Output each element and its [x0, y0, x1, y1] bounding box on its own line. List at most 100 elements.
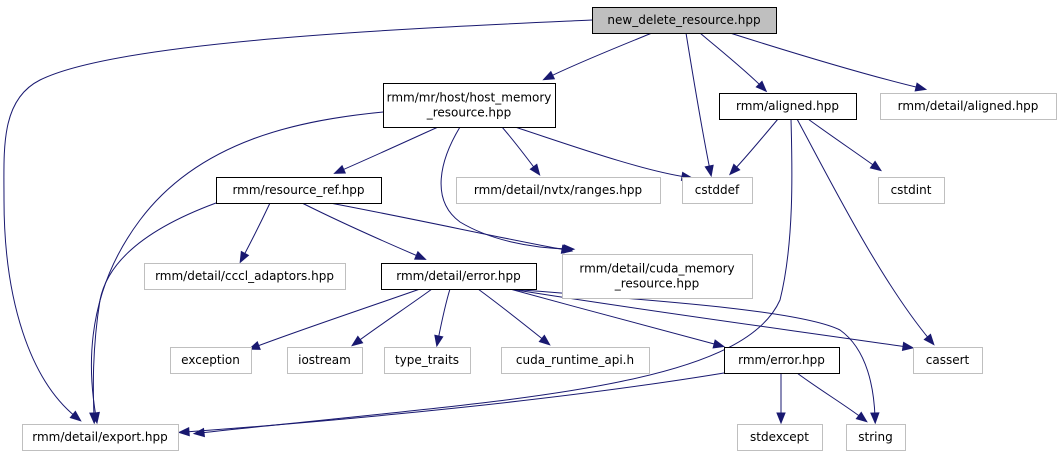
arrowhead-icon [712, 339, 726, 349]
edge-host_mr-to-nvtx_ranges [501, 126, 541, 176]
edge-line [733, 118, 779, 171]
node-box [287, 347, 363, 374]
node-root[interactable]: new_delete_resource.hpp [592, 7, 777, 34]
arrowhead-icon [776, 412, 786, 425]
node-label: cuda_runtime_api.h [516, 353, 634, 367]
arrowhead-icon [870, 412, 880, 425]
edge-line [92, 202, 217, 418]
node-box [144, 263, 346, 290]
edge-line [339, 126, 439, 172]
arrowhead-icon [351, 335, 364, 347]
edge-rmm_error-to-stdexcept [776, 373, 786, 425]
edge-aligned-to-cassert [796, 118, 935, 346]
node-box [719, 93, 857, 120]
node-label: rmm/detail/aligned.hpp [898, 99, 1039, 113]
edge-line [501, 126, 537, 171]
node-label: rmm/detail/cccl_adaptors.hpp [155, 269, 334, 283]
edge-line [509, 288, 719, 346]
node-rmm-error[interactable]: rmm/error.hpp [724, 347, 840, 374]
node-exception: exception [170, 347, 252, 374]
edge-line [242, 202, 271, 258]
node-aligned[interactable]: rmm/aligned.hpp [719, 93, 857, 120]
edge-detail_error-to-cuda_runtime_api [477, 288, 551, 346]
edge-line [807, 118, 877, 168]
arrowhead-icon [333, 164, 347, 174]
node-label: rmm/detail/error.hpp [396, 269, 521, 283]
arrowhead-icon [89, 412, 99, 425]
arrowhead-icon [177, 426, 190, 437]
node-box [724, 347, 840, 374]
arrowhead-icon [434, 334, 444, 348]
edge-line [699, 32, 763, 88]
node-label: cstdint [891, 183, 932, 197]
node-string: string [846, 424, 906, 451]
node-box [562, 254, 753, 299]
node-box [22, 424, 179, 451]
edge-aligned-to-cstdint [807, 118, 882, 172]
node-label: rmm/detail/export.hpp [32, 430, 167, 444]
node-cuda-mr: rmm/detail/cuda_memory_resource.hpp [562, 254, 753, 299]
node-label: cassert [926, 353, 970, 367]
edge-line [3, 19, 593, 418]
node-box [381, 263, 537, 290]
arrowhead-icon [239, 250, 250, 264]
edge-root-to-aligned [699, 32, 768, 93]
arrowhead-icon [901, 341, 915, 352]
edge-resource_ref-to-cuda_mr [329, 202, 574, 254]
node-label: cstddef [695, 183, 740, 197]
arrowhead-icon [529, 163, 541, 176]
node-label: rmm/detail/nvtx/ranges.hpp [474, 183, 642, 197]
node-cassert: cassert [913, 347, 983, 374]
node-type-traits: type_traits [384, 347, 471, 374]
edge-line [796, 118, 931, 341]
node-box [846, 424, 906, 451]
arrowhead-icon [914, 82, 928, 92]
node-stdexcept: stdexcept [737, 424, 823, 451]
node-label: iostream [298, 353, 351, 367]
node-label: rmm/aligned.hpp [736, 99, 839, 113]
edge-host_mr-to-cstddef [514, 126, 694, 182]
edge-line [796, 372, 863, 419]
node-cuda-runtime-api: cuda_runtime_api.h [501, 347, 650, 374]
node-label: rmm/mr/host/host_memory [387, 91, 552, 105]
arrowhead-icon [855, 411, 868, 423]
node-box [501, 347, 650, 374]
edge-resource_ref-to-cccl_adaptors [239, 202, 271, 264]
node-resource-ref[interactable]: rmm/resource_ref.hpp [216, 177, 382, 204]
edge-root-to-export [3, 19, 593, 422]
arrowhead-icon [923, 333, 935, 346]
node-cstdint: cstdint [878, 177, 945, 204]
node-host-mr[interactable]: rmm/mr/host/host_memory_resource.hpp [383, 83, 556, 128]
edge-host_mr-to-resource_ref [333, 126, 439, 174]
node-detail-aligned: rmm/detail/aligned.hpp [880, 93, 1057, 120]
arrowhead-icon [69, 410, 82, 422]
node-export: rmm/detail/export.hpp [22, 424, 179, 451]
edge-line [477, 288, 546, 342]
node-label: string [858, 430, 892, 444]
arrowhead-icon [542, 70, 556, 81]
node-label: stdexcept [750, 430, 809, 444]
node-label: exception [181, 353, 240, 367]
node-nvtx-ranges: rmm/detail/nvtx/ranges.hpp [456, 177, 661, 204]
node-detail-error[interactable]: rmm/detail/error.hpp [381, 263, 537, 290]
edge-rmm_error-to-export [177, 372, 725, 437]
edge-line [437, 288, 451, 341]
node-cstddef: cstddef [682, 177, 753, 204]
edge-line [329, 202, 567, 251]
node-label: rmm/detail/cuda_memory [579, 262, 734, 276]
arrowhead-icon [728, 163, 741, 176]
nodes-layer: new_delete_resource.hpp rmm/mr/host/host_… [22, 7, 1057, 451]
edge-detail_error-to-rmm_error [509, 288, 726, 349]
edge-line [356, 288, 433, 343]
edge-line [548, 32, 653, 78]
edge-line [90, 111, 384, 418]
arrowhead-icon [192, 427, 205, 438]
edge-root-to-host_mr [542, 32, 653, 81]
edge-resource_ref-to-export [89, 202, 217, 425]
edge-detail_error-to-iostream [351, 288, 433, 347]
edge-aligned-to-cstddef [728, 118, 779, 176]
node-box [384, 347, 471, 374]
node-box [170, 347, 252, 374]
edge-line [729, 32, 921, 89]
